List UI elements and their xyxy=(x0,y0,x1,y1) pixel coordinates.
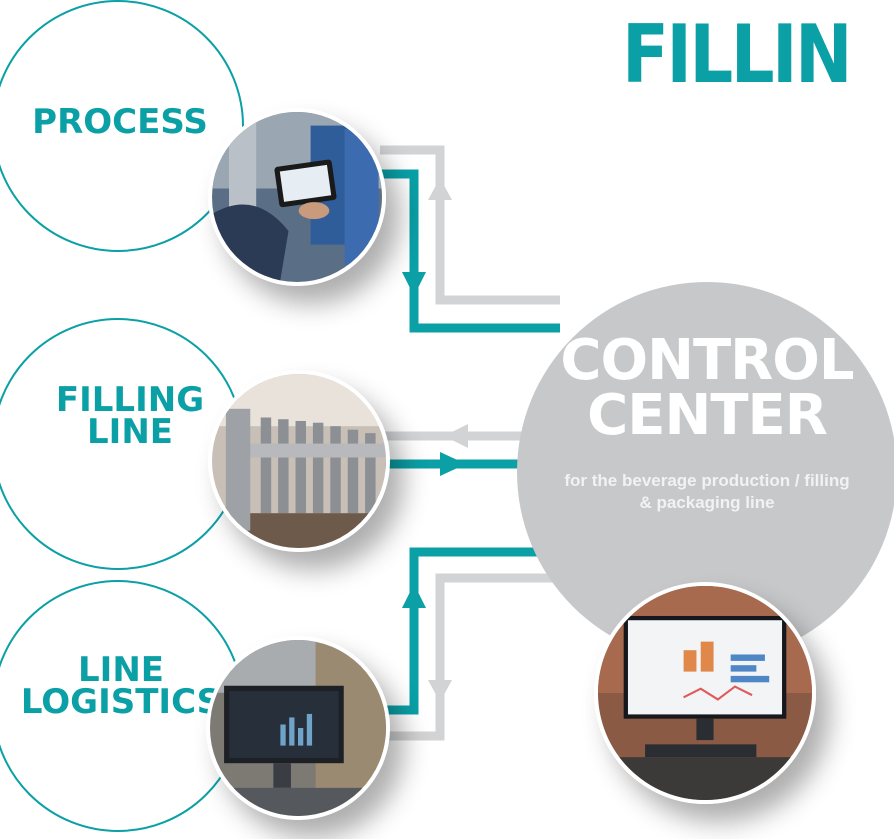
control-center-subtitle: for the beverage production / filling & … xyxy=(564,471,850,513)
line-logistics-ring xyxy=(0,580,244,832)
control-center-title: CONTROL CENTER xyxy=(560,328,854,448)
filling-line-label: FILLING LINE xyxy=(55,380,205,453)
headline: FILLIN xyxy=(622,8,853,101)
filling-right-arrowhead xyxy=(440,452,466,476)
logistics-return-line xyxy=(380,573,560,741)
process-down-arrowhead xyxy=(402,272,426,296)
line-logistics-label: LINE LOGISTICS xyxy=(20,650,222,723)
filling-left-arrowhead xyxy=(444,424,468,448)
logistics-feed-line xyxy=(380,547,560,715)
operator-with-tablet-photo xyxy=(208,108,386,286)
logistics-down-arrowhead xyxy=(428,680,452,702)
process-feed-line xyxy=(380,169,560,333)
desktop-dashboard-photo xyxy=(594,582,816,804)
process-label: PROCESS xyxy=(32,102,208,142)
warehouse-monitor-photo xyxy=(206,636,390,820)
process-return-line xyxy=(380,145,560,305)
logistics-up-arrowhead xyxy=(402,584,426,608)
process-ring xyxy=(0,0,244,252)
filling-machine-photo xyxy=(208,370,390,552)
process-up-arrowhead xyxy=(428,178,452,200)
